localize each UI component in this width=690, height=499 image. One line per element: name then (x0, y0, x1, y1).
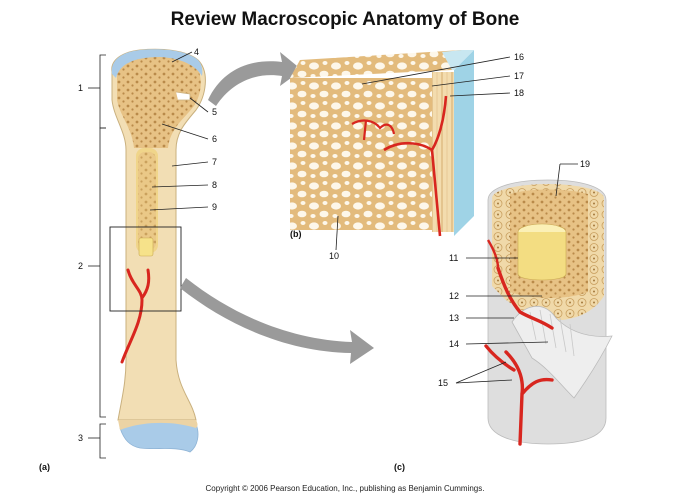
panel-label-a: (a) (39, 462, 50, 472)
block-compact-bone (432, 72, 454, 232)
label-15: 15 (438, 378, 448, 388)
long-bone (109, 48, 206, 453)
periosteum-flap (511, 306, 613, 399)
label-5: 5 (212, 107, 217, 117)
copyright-notice: Copyright © 2006 Pearson Education, Inc.… (205, 484, 485, 493)
label-2: 2 (78, 261, 83, 271)
block-vessel-main (383, 95, 448, 237)
block-vessel-branch (351, 119, 396, 141)
label-4: 4 (194, 47, 199, 57)
zoom-box (109, 226, 182, 312)
block-top-face (290, 50, 462, 78)
epiphysis-spongy (116, 55, 201, 148)
label-9: 9 (212, 202, 217, 212)
label-7: 7 (212, 157, 217, 167)
medullary-texture (138, 152, 156, 250)
block-periosteum (454, 50, 474, 236)
block-periosteum-top (442, 50, 474, 70)
sharpeys-fibers (529, 309, 575, 357)
label-1: 1 (78, 83, 83, 93)
zoom-arrow-top (208, 52, 302, 106)
panel-label-b: (b) (290, 229, 302, 239)
panel-label-c: (c) (394, 462, 405, 472)
label-3: 3 (78, 433, 83, 443)
label-6: 6 (212, 134, 217, 144)
shaft-vessel-main (484, 266, 554, 446)
shaft-vessel-top (486, 239, 500, 269)
label-10: 10 (329, 251, 339, 261)
label-11: 11 (449, 253, 458, 263)
marrow-cylinder (517, 232, 567, 281)
shaft-section (484, 179, 613, 446)
nutrient-artery (120, 268, 151, 364)
leader-lines (149, 51, 578, 384)
label-13: 13 (449, 313, 459, 323)
epiphyseal-line (175, 91, 191, 101)
label-12: 12 (449, 291, 459, 301)
zoom-arrow-bottom (180, 278, 374, 364)
label-17: 17 (514, 71, 524, 81)
label-19: 19 (580, 159, 590, 169)
label-8: 8 (212, 180, 217, 190)
marrow-plug (138, 237, 154, 257)
label-16: 16 (514, 52, 524, 62)
label-18: 18 (514, 88, 524, 98)
block-spongy-front (290, 78, 432, 230)
spongy-bone-block (290, 50, 474, 237)
page-title: Review Macroscopic Anatomy of Bone (170, 9, 520, 30)
distal-epiphysis (118, 420, 198, 430)
articular-cartilage-top (111, 49, 203, 78)
region-brackets (88, 54, 106, 459)
label-14: 14 (449, 339, 459, 349)
